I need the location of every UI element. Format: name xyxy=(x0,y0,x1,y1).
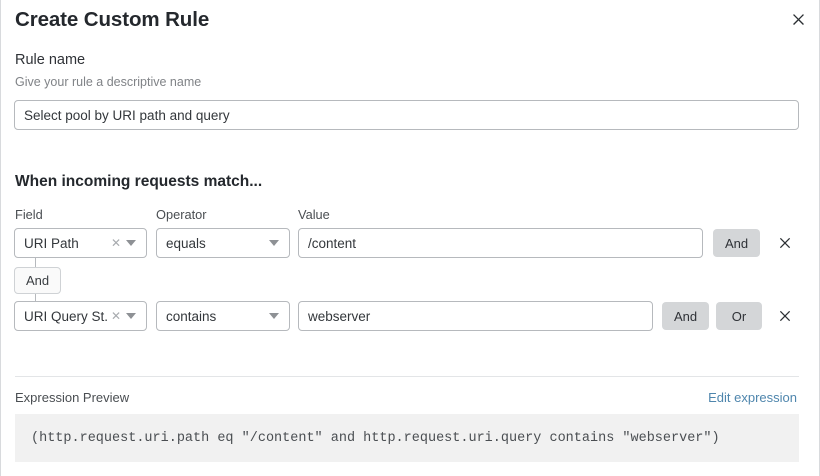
value-input-0[interactable] xyxy=(298,228,703,258)
column-header-value: Value xyxy=(298,207,330,222)
expression-code: (http.request.uri.path eq "/content" and… xyxy=(31,430,720,446)
delete-condition-icon-1[interactable] xyxy=(772,303,798,329)
chevron-down-icon[interactable] xyxy=(269,313,279,319)
condition-connector: And xyxy=(14,258,134,304)
condition-row: URI Path ✕ equals And xyxy=(1,228,820,262)
dialog-title: Create Custom Rule xyxy=(15,8,210,31)
connector-and-badge[interactable]: And xyxy=(14,267,62,294)
column-header-field: Field xyxy=(15,207,43,222)
expression-preview-box: (http.request.uri.path eq "/content" and… xyxy=(15,414,799,462)
field-select-1[interactable]: URI Query St... ✕ xyxy=(14,301,147,331)
field-select-0[interactable]: URI Path ✕ xyxy=(14,228,147,258)
rule-name-label: Rule name xyxy=(15,52,86,68)
logic-or-button-1[interactable]: Or xyxy=(716,302,762,330)
rule-name-input[interactable] xyxy=(14,100,799,130)
clear-icon[interactable]: ✕ xyxy=(110,235,121,250)
operator-select-label-1: contains xyxy=(166,308,217,324)
chevron-down-icon[interactable] xyxy=(126,240,136,246)
edit-expression-link[interactable]: Edit expression xyxy=(708,390,797,405)
column-header-operator: Operator xyxy=(156,207,207,222)
operator-select-0[interactable]: equals xyxy=(156,228,290,258)
operator-select-label-0: equals xyxy=(166,235,206,251)
connector-line-top xyxy=(35,258,36,268)
field-select-label-0: URI Path xyxy=(24,235,79,251)
condition-row: URI Query St... ✕ contains And Or xyxy=(1,301,820,335)
expression-divider xyxy=(15,376,799,377)
rule-name-hint: Give your rule a descriptive name xyxy=(15,75,202,89)
value-input-1[interactable] xyxy=(298,301,653,331)
clear-icon[interactable]: ✕ xyxy=(110,308,121,323)
logic-and-button-0[interactable]: And xyxy=(713,229,761,257)
close-icon[interactable] xyxy=(786,7,810,31)
operator-select-1[interactable]: contains xyxy=(156,301,290,331)
connector-line-bottom xyxy=(35,294,36,304)
expression-preview-label: Expression Preview xyxy=(15,390,130,405)
logic-and-button-1[interactable]: And xyxy=(662,302,710,330)
chevron-down-icon[interactable] xyxy=(126,313,136,319)
chevron-down-icon[interactable] xyxy=(269,240,279,246)
delete-condition-icon-0[interactable] xyxy=(772,230,798,256)
conditions-heading: When incoming requests match... xyxy=(15,173,263,190)
field-select-label-1: URI Query St... xyxy=(24,308,109,324)
